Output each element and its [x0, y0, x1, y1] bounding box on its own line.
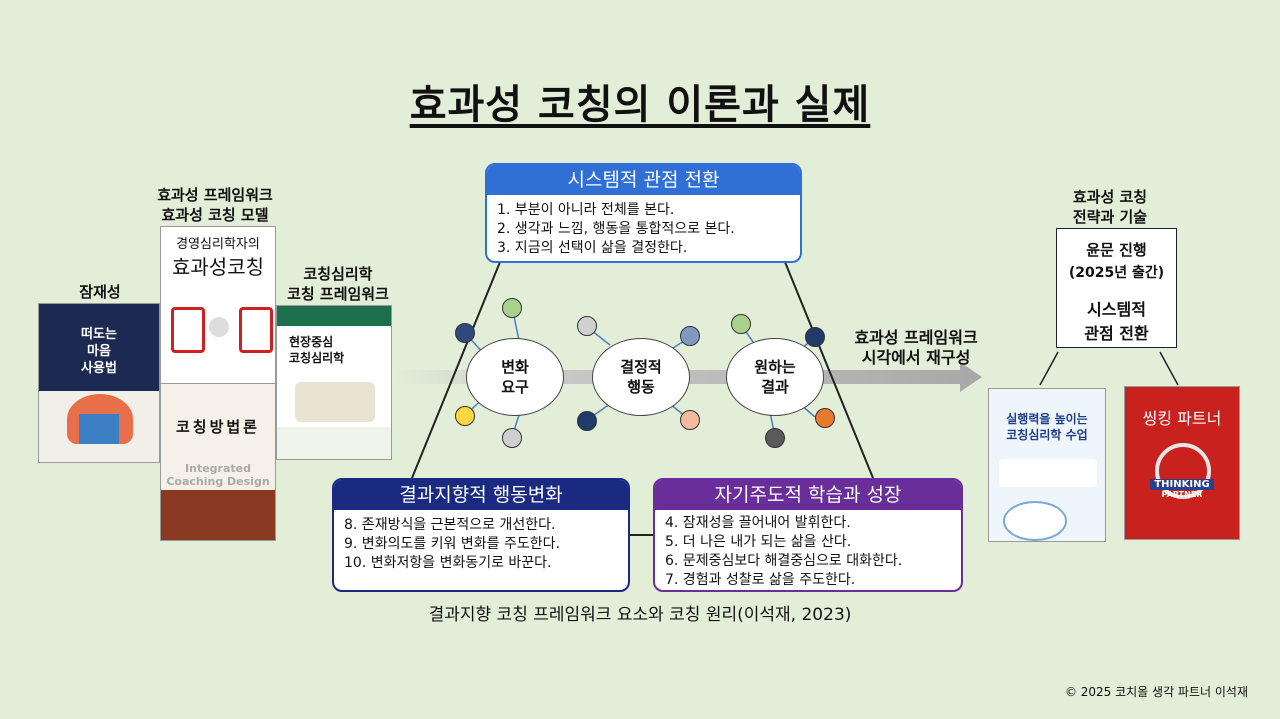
diagram-caption: 결과지향 코칭 프레임워크 요소와 코칭 원리(이석재, 2023) [428, 605, 852, 625]
book-cover-thinking-partner: 씽킹 파트너 THINKING PARTNER [1124, 386, 1240, 540]
node-dot [577, 411, 597, 431]
book-cover-field-coaching-psychology: 현장중심 코칭심리학 [276, 305, 392, 460]
system-perspective-box: 시스템적 관점 전환 1. 부분이 아니라 전체를 본다. 2. 생각과 느낌,… [485, 163, 802, 263]
principle-item: 9. 변화의도를 키워 변화를 주도한다. [344, 536, 560, 552]
outcome-box-header: 결과지향적 행동변화 [334, 480, 628, 510]
principle-item: 5. 더 나은 내가 되는 삶을 산다. [665, 534, 852, 550]
book-cover-coaching-methodology: 코칭방법론 Integrated Coaching Design [160, 383, 276, 541]
principle-item: 4. 잠재성을 끌어내어 발휘한다. [665, 515, 851, 531]
principle-item: 6. 문제중심보다 해결중심으로 대화한다. [665, 553, 903, 569]
node-dot [805, 327, 825, 347]
principle-item: 7. 경험과 성찰로 삶을 주도한다. [665, 572, 856, 588]
node-dot [502, 428, 522, 448]
book-cover-execution-coaching: 실행력을 높이는 코칭심리학 수업 [988, 388, 1106, 542]
principle-item: 10. 변화저항을 변화동기로 바꾼다. [344, 555, 552, 571]
node-dot [680, 326, 700, 346]
node-dot [455, 406, 475, 426]
copyright-text: © 2025 코치올 생각 파트너 이석재 [1064, 685, 1248, 699]
label-framework: 효과성 프레임워크 효과성 코칭 모델 [157, 186, 273, 224]
node-dot [765, 428, 785, 448]
system-box-header: 시스템적 관점 전환 [487, 165, 800, 195]
upcoming-book-box: 윤문 진행 (2025년 출간) 시스템적 관점 전환 [1056, 228, 1177, 348]
principle-item: 3. 지금의 선택이 삶을 결정한다. [497, 240, 688, 256]
label-reframe: 효과성 프레임워크 시각에서 재구성 [854, 328, 978, 367]
node-dot [502, 298, 522, 318]
principle-item: 1. 부분이 아니라 전체를 본다. [497, 202, 675, 218]
node-dot [455, 323, 475, 343]
page-title: 효과성 코칭의 이론과 실제 [409, 82, 871, 128]
node-dot [731, 314, 751, 334]
outcome-behavior-box: 결과지향적 행동변화 8. 존재방식을 근본적으로 개선한다. 9. 변화의도를… [332, 478, 630, 592]
label-strategy: 효과성 코칭 전략과 기술 [1072, 188, 1148, 226]
node-dot [577, 316, 597, 336]
label-coaching-psych: 코칭심리학 코칭 프레임워크 [287, 265, 389, 303]
self-directed-learning-box: 자기주도적 학습과 성장 4. 잠재성을 끌어내어 발휘한다. 5. 더 나은 … [653, 478, 963, 592]
node-dot [680, 410, 700, 430]
learning-box-header: 자기주도적 학습과 성장 [655, 480, 961, 510]
book-cover-wandering-mind: 떠도는 마음 사용법 [38, 303, 160, 463]
label-potential: 잠재성 [79, 283, 121, 301]
principle-item: 8. 존재방식을 근본적으로 개선한다. [344, 517, 556, 533]
principle-item: 2. 생각과 느낌, 행동을 통합적으로 본다. [497, 221, 735, 237]
book-cover-effectiveness-coaching: 경영심리학자의 효과성코칭 [160, 226, 276, 384]
node-dot [815, 408, 835, 428]
